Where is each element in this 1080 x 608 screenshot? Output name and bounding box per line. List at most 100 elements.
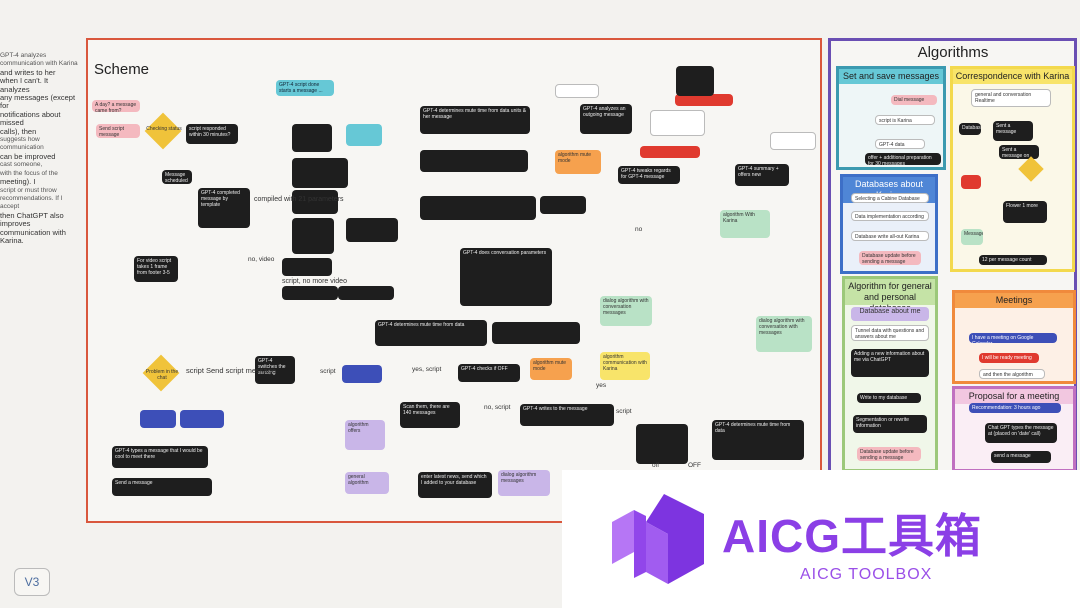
note-line: suggests how communication [0,136,44,152]
panel-item: 12 per message count [979,255,1047,265]
note-line: notifications about missed [0,109,61,128]
flow-node: GPT-4 switches the sending [255,356,295,384]
watermark-title: AICG工具箱 [722,510,982,562]
flow-node: algorithm mute mode [530,358,572,380]
flow-node: A day? a message came from? [92,100,140,112]
flow-node: GPT-4 summary + offers new [735,164,789,186]
aicg-logo-icon [612,494,704,584]
flow-node [140,410,176,428]
panel-item: Sent a message [993,121,1033,141]
note-line: meeting). I [0,177,36,187]
panel-item: GPT-4 data [875,139,925,149]
flow-node [180,410,224,428]
panel-item: Database update before sending a message [859,251,921,265]
flow-node [770,132,816,150]
flow-node: Scan them, there are 140 messages [400,402,460,428]
panel-title: Set and save messages [839,69,943,84]
flow-node [292,218,334,254]
flow-node [282,258,332,276]
edge-label: script, no more video [282,278,347,285]
panel-item: send a message [991,451,1051,463]
flow-node [636,424,688,464]
panel-general-and-personal-databases: Algorithm for general and personal datab… [842,276,938,472]
watermark-subtitle: AICG TOOLBOX [800,566,933,583]
flow-node: dialog algorithm with conversation with … [756,316,812,352]
flow-node [292,158,348,188]
note-line: calls), then [0,126,37,136]
flow-node: GPT-4 analyzes an outgoing message [580,104,632,134]
panel-databases-about-karina: Databases about Karina Selecting a Cabin… [840,174,938,274]
panel-item: Chat GPT types the message at (placed on… [985,423,1057,443]
flow-node [555,84,599,98]
version-badge: V3 [14,568,50,596]
panel-item: Adding a new information about me via Ch… [851,349,929,377]
panel-item: Database write all-out Karina [851,231,929,241]
flow-node [492,322,580,344]
flow-node: For video script takes 1 frame from foot… [134,256,178,282]
note-line: any messages (except for [0,93,76,111]
flow-node: GPT-4 tweaks regards for GPT-4 message [618,166,680,184]
flow-node [675,94,733,106]
panel-item: Message [961,229,983,245]
panel-correspondence-with-karina: Correspondence with Karina general and c… [950,66,1075,272]
edge-label: script [616,408,632,415]
panel-item: Write to my database [857,393,921,403]
flow-node [676,66,714,96]
flow-node: algorithm offers [345,420,385,450]
flow-node: GPT-4 writes to the message [520,404,614,426]
flow-node: algorithm communication with Karina [600,352,650,380]
panel-item: Database [959,123,981,135]
flow-node [292,190,338,214]
flow-node: GPT-4 determines mute time from data uni… [420,106,530,134]
note-line: improves communication with [0,219,66,237]
flow-node: enter latest news, send which I added to… [418,472,492,498]
panel-item: Selecting a Cabine Database [851,193,929,203]
flow-node [338,286,394,300]
note-line: communication with Karina [0,60,78,68]
edge-label: script [320,368,336,375]
left-notes: GPT-4 analyzes communication with Karina… [0,52,78,245]
panel-title: Meetings [955,293,1073,308]
flow-node [282,286,338,300]
flow-node: Message scheduled [162,170,192,184]
panel-item: Recommendation: 3 hours ago [969,403,1061,413]
flow-node: algorithm mute mode [555,150,601,174]
panel-item: offer + additional preparation for 30 me… [865,153,941,165]
edge-label: no, video [248,256,275,263]
flow-node: GPT-4 checks if OFF [458,364,520,382]
flow-node: GPT-4 script done starts a message ... [276,80,334,96]
panel-item: Tunnel data with questions and answers a… [851,325,929,341]
flow-node: GPT-4 does conversation parameters [460,248,552,306]
edge-label: OFF [688,462,701,469]
flow-node [346,124,382,146]
flow-node [346,218,398,242]
panel-title: Algorithm for general and personal datab… [845,279,935,313]
edge-label: yes, script [412,366,442,373]
edge-label: script Send script message [186,366,277,375]
edge-label: no, script [484,404,511,411]
note-line: cast someone, [0,161,43,169]
panel-item: Database update before sending a message [857,447,921,461]
flow-node: Send a message [112,478,212,496]
flow-node [342,365,382,383]
panel-item: and then the algorithm [979,369,1045,379]
panel-item: Database about me [851,307,929,321]
note-line: can be improved [0,151,56,161]
flow-node [420,196,536,220]
algorithms-title: Algorithms [917,44,989,61]
flow-node: dialog algorithm messages [498,470,550,496]
note-line: script or must throw [0,186,57,194]
panel-item: I will be ready meeting [979,353,1039,363]
flow-node [292,124,332,152]
panel-item: Flower 1 more [1003,201,1047,223]
flow-node: GPT-4 determines mute time from data [712,420,804,460]
diamond-label: Checking status [146,126,182,132]
flow-node [540,196,586,214]
panel-item: Sent a message on depends [999,145,1039,159]
flow-node: Send script message [96,124,140,138]
flow-node [420,150,528,172]
note-line: Karina. [0,235,24,245]
flow-node: general algorithm [345,472,389,494]
panel-item: Segmentation or rewrite information [853,415,927,433]
flow-node [650,110,705,136]
